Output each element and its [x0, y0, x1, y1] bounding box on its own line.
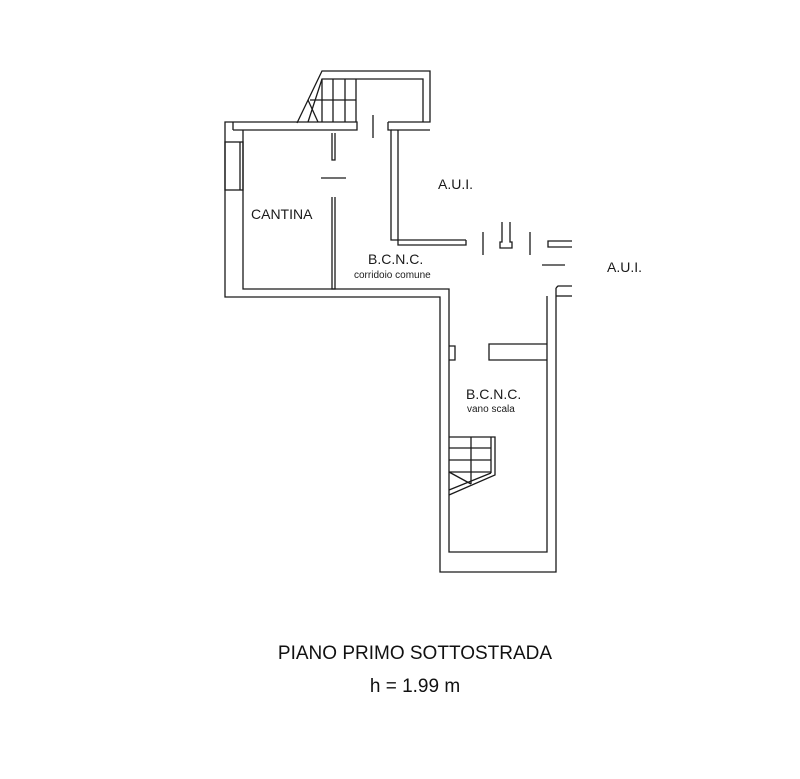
room-label-aui-top: A.U.I. — [438, 176, 474, 192]
room-label-vano-scala: B.C.N.C. — [466, 386, 522, 402]
room-label-corridoio: B.C.N.C. — [368, 251, 424, 267]
room-sublabel-vano-scala: vano scala — [467, 404, 515, 415]
room-sublabel-corridoio: corridoio comune — [354, 270, 431, 281]
room-label-aui-right: A.U.I. — [607, 259, 643, 275]
room-label-cantina: CANTINA — [251, 206, 313, 222]
walls — [224, 70, 572, 573]
floor-title: PIANO PRIMO SOTTOSTRADA — [277, 643, 553, 664]
floor-height: h = 1.99 m — [369, 676, 461, 697]
